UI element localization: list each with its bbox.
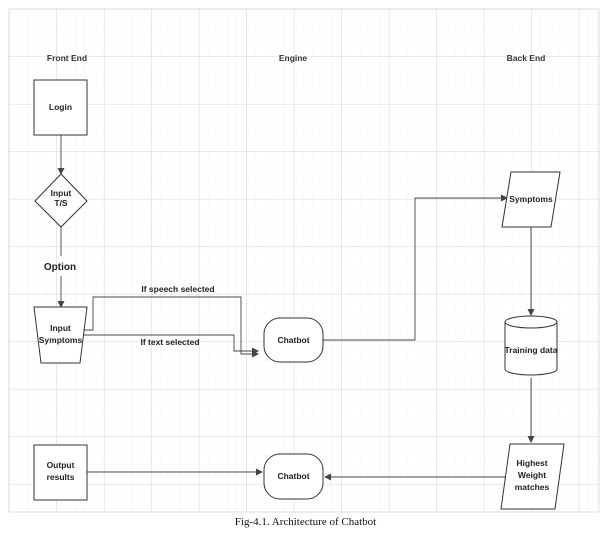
figure-caption: Fig-4.1. Architecture of Chatbot bbox=[234, 516, 377, 528]
header-front-end: Front End bbox=[47, 53, 87, 63]
edge-text-path bbox=[80, 334, 259, 355]
node-output-results-label-1: Output bbox=[47, 460, 75, 470]
node-input-symptoms-label-1: Input bbox=[50, 323, 71, 333]
node-login bbox=[33, 79, 88, 136]
node-highest-weight-label-2: Weight bbox=[518, 470, 546, 480]
node-chatbot-engine-label: Chatbot bbox=[277, 335, 309, 345]
edge-speech-path bbox=[84, 296, 259, 358]
node-chatbot-output-label: Chatbot bbox=[277, 471, 309, 481]
node-output-results-label-2: results bbox=[47, 472, 75, 482]
label-option: Option bbox=[44, 262, 76, 273]
node-input-ts-label-2: T/S bbox=[54, 198, 68, 208]
node-symptoms-label: Symptoms bbox=[509, 194, 553, 204]
node-highest-weight-label-1: Highest bbox=[516, 458, 547, 468]
node-input-symptoms bbox=[33, 306, 88, 364]
node-highest-weight bbox=[500, 443, 565, 510]
label-if-text-selected: If text selected bbox=[140, 337, 199, 347]
header-back-end: Back End bbox=[507, 53, 546, 63]
node-login-label: Login bbox=[49, 102, 72, 112]
grid-background bbox=[8, 8, 600, 513]
node-training-data bbox=[504, 315, 558, 376]
node-chatbot-engine bbox=[263, 317, 324, 363]
node-training-data-label: Training data bbox=[505, 345, 558, 355]
node-input-ts-label-1: Input bbox=[51, 188, 72, 198]
node-input-ts bbox=[34, 173, 88, 228]
node-highest-weight-label-3: matches bbox=[515, 482, 550, 492]
node-chatbot-output bbox=[263, 453, 324, 500]
node-input-symptoms-label-2: Symptoms bbox=[39, 335, 83, 345]
edge-chatbot-to-symptoms bbox=[323, 194, 508, 341]
header-engine: Engine bbox=[279, 53, 308, 63]
node-output-results bbox=[33, 444, 88, 501]
label-if-speech-selected: If speech selected bbox=[141, 284, 214, 294]
node-symptoms bbox=[501, 171, 561, 228]
